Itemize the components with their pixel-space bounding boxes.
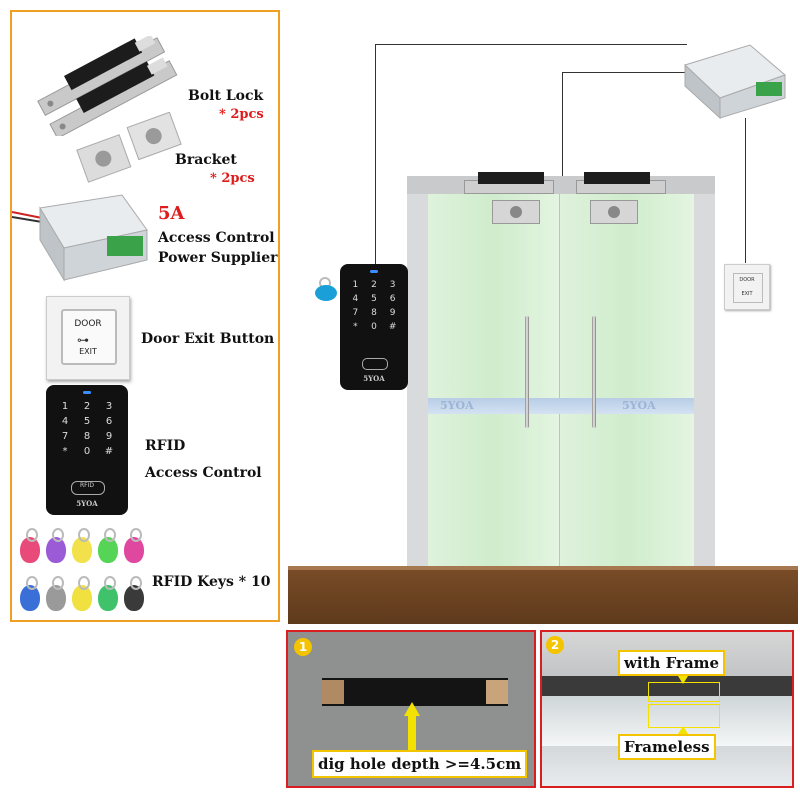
install-panel-2: 2 with Frame Frameless (540, 630, 794, 788)
arrow-shaft (408, 716, 416, 752)
diagram-keypad-brand: 5YOA (363, 374, 385, 383)
diagram-key-7[interactable]: 7 (352, 308, 359, 318)
arrow-up-icon (404, 702, 420, 716)
key-6: 6 (105, 416, 113, 427)
rfid-key-fob (46, 528, 66, 563)
key-7: 7 (61, 431, 69, 442)
rfid-key-fob (124, 528, 144, 563)
diagram-exit-text-door: DOOR (739, 277, 755, 283)
diagram-key-fob (315, 277, 339, 301)
glass-watermark-left: 5YOA (440, 399, 474, 412)
panel-2-number: 2 (546, 636, 564, 654)
rfid-key-fob (72, 528, 92, 563)
left-glass-door (428, 194, 560, 574)
panel-1-caption: dig hole depth >=4.5cm (312, 750, 528, 778)
diagram-key-hash[interactable]: # (388, 322, 397, 332)
wire (745, 118, 746, 263)
door-frame-header (407, 176, 715, 194)
hole-image (322, 678, 508, 706)
arrow-up-icon (678, 726, 688, 734)
rfid-key-fob (72, 576, 92, 611)
keypad-brand: 5YOA (76, 499, 98, 508)
key-5: 5 (83, 416, 91, 427)
right-glass-door (560, 194, 694, 574)
bracket-qty: * 2pcs (210, 171, 255, 186)
wire (562, 72, 690, 73)
exit-button-text-door: DOOR (74, 319, 102, 329)
power-supply-label-line1: Access Control (158, 230, 275, 246)
rfid-badge-text: RFID (79, 482, 94, 489)
power-supply-image (11, 190, 152, 285)
diagram-key-2[interactable]: 2 (371, 280, 377, 290)
rfid-keys-label: RFID Keys * 10 (152, 574, 271, 590)
bolt-lock-qty: * 2pcs (219, 107, 264, 122)
diagram-key-8[interactable]: 8 (371, 308, 377, 318)
key-star: * (62, 446, 68, 457)
bracket-image (70, 111, 190, 187)
diagram-keypad[interactable]: 1 2 3 4 5 6 7 8 9 * 0 # 5YOA (340, 264, 408, 390)
key-4: 4 (61, 416, 69, 427)
frame-beam (542, 676, 792, 696)
wire (375, 44, 687, 45)
key-icon: ⊶ (77, 333, 89, 347)
rfid-key-fob (98, 528, 118, 563)
diagram-bracket-right (590, 200, 638, 224)
diagram-key-1[interactable]: 1 (352, 280, 359, 290)
diagram-key-5[interactable]: 5 (371, 294, 377, 304)
key-hash: # (104, 446, 114, 457)
floor-edge (288, 566, 798, 570)
power-supply-label-line2: Power Supplier (158, 250, 278, 266)
diagram-bolt-lock-left (464, 172, 554, 194)
rfid-key-fob (124, 576, 144, 611)
install-panel-1: 1 dig hole depth >=4.5cm (286, 630, 536, 788)
diagram-key-3[interactable]: 3 (389, 280, 396, 290)
wire (562, 72, 563, 182)
wire (375, 44, 376, 267)
diagram-key-4[interactable]: 4 (352, 294, 359, 304)
exit-button-image: DOOR ⊶ EXIT (46, 296, 130, 380)
diagram-exit-text-exit: EXIT (741, 291, 753, 297)
with-frame-label: with Frame (618, 650, 726, 676)
rfid-keys-image (20, 525, 150, 615)
glass-watermark-right: 5YOA (622, 399, 656, 412)
right-door-handle[interactable] (592, 316, 596, 428)
frameless-label: Frameless (618, 734, 716, 760)
rfid-key-fob (20, 576, 40, 611)
rfid-wave-icon (71, 481, 105, 495)
power-supply-amps: 5A (158, 203, 185, 224)
diagram-key-0[interactable]: 0 (371, 322, 377, 332)
rfid-label-line1: RFID (145, 438, 186, 454)
bolt-lock-label: Bolt Lock (188, 88, 264, 104)
key-9: 9 (105, 431, 113, 442)
floor (288, 566, 798, 624)
bracket-label: Bracket (175, 152, 237, 168)
arrow-down-icon (678, 676, 688, 684)
diagram-power-supply (680, 40, 790, 120)
rfid-keypad-image: 1 2 3 4 5 6 7 8 9 * 0 # RFID 5YOA (46, 385, 128, 515)
diagram-exit-button[interactable]: DOOR EXIT (724, 264, 770, 310)
rfid-wave-icon (362, 358, 388, 370)
key-0: 0 (83, 446, 91, 457)
exit-button-label: Door Exit Button (141, 331, 275, 347)
exit-button-text-exit: EXIT (79, 347, 97, 356)
rfid-key-fob (20, 528, 40, 563)
key-2: 2 (83, 401, 91, 412)
highlight-box (648, 682, 720, 702)
highlight-box (648, 704, 720, 728)
key-1: 1 (61, 401, 69, 412)
diagram-key-9[interactable]: 9 (389, 308, 396, 318)
diagram-key-star[interactable]: * (353, 322, 358, 332)
left-door-handle[interactable] (525, 316, 529, 428)
rfid-key-fob (46, 576, 66, 611)
diagram-key-6[interactable]: 6 (389, 294, 396, 304)
door-mid-rail (428, 398, 694, 414)
diagram-bracket-left (492, 200, 540, 224)
key-8: 8 (83, 431, 91, 442)
panel-1-number: 1 (294, 638, 312, 656)
rfid-key-fob (98, 576, 118, 611)
rfid-label-line2: Access Control (145, 465, 262, 481)
key-3: 3 (105, 401, 113, 412)
bolt-lock-image (34, 34, 184, 139)
diagram-bolt-lock-right (576, 172, 666, 194)
